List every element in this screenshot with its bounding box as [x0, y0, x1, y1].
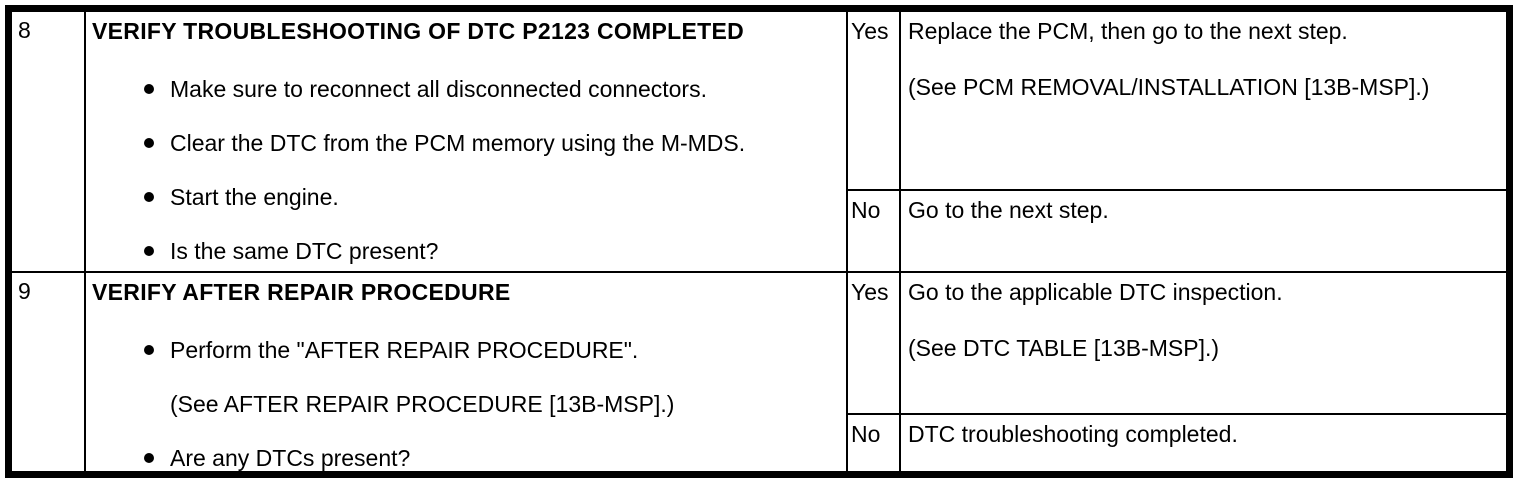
result-line: DTC troubleshooting completed. — [908, 421, 1238, 447]
step-8-number-cell: 8 — [12, 12, 84, 271]
step-number: 8 — [18, 17, 31, 43]
bullet-icon — [144, 130, 170, 157]
action-item-text: Perform the "AFTER REPAIR PROCEDURE". — [170, 337, 639, 363]
result-line: Go to the applicable DTC inspection. — [908, 279, 1283, 305]
action-item-text: Clear the DTC from the PCM memory using … — [170, 130, 746, 156]
action-item: (See AFTER REPAIR PROCEDURE [13B-MSP].) — [144, 391, 838, 418]
action-item: Start the engine. — [144, 184, 838, 211]
step-8-action-cell: VERIFY TROUBLESHOOTING OF DTC P2123 COMP… — [86, 12, 846, 271]
bullet-icon — [144, 391, 170, 418]
step-9-action-cell: VERIFY AFTER REPAIR PROCEDURE Perform th… — [86, 273, 846, 471]
step-number: 9 — [18, 278, 31, 304]
step-8-title: VERIFY TROUBLESHOOTING OF DTC P2123 COMP… — [92, 18, 745, 44]
action-item-text: Are any DTCs present? — [170, 445, 411, 471]
step-9-no-result-cell: DTC troubleshooting completed. — [901, 415, 1506, 471]
result-line: (See DTC TABLE [13B-MSP].) — [908, 335, 1220, 361]
result-line: Go to the next step. — [908, 197, 1109, 223]
action-item: Are any DTCs present? — [144, 445, 838, 471]
bullet-icon — [144, 184, 170, 211]
bullet-icon — [144, 445, 170, 471]
action-item-text: Start the engine. — [170, 184, 339, 210]
step-9-yes-result-cell: Go to the applicable DTC inspection. (Se… — [901, 273, 1506, 413]
step-9-no-label-cell: No — [848, 415, 899, 471]
bullet-icon — [144, 238, 170, 265]
bullet-icon — [144, 76, 170, 103]
action-item: Make sure to reconnect all disconnected … — [144, 76, 838, 103]
action-item: Clear the DTC from the PCM memory using … — [144, 130, 838, 157]
action-item: Perform the "AFTER REPAIR PROCEDURE". — [144, 337, 838, 364]
action-item: Is the same DTC present? — [144, 238, 838, 265]
bullet-icon — [144, 337, 170, 364]
no-label: No — [851, 197, 881, 223]
step-8-yes-label-cell: Yes — [848, 12, 899, 189]
no-label: No — [851, 421, 881, 447]
yes-label: Yes — [851, 279, 889, 305]
action-item-text: Make sure to reconnect all disconnected … — [170, 76, 707, 102]
step-9-yes-label-cell: Yes — [848, 273, 899, 413]
step-8-no-result-cell: Go to the next step. — [901, 191, 1506, 271]
step-8-yes-result-cell: Replace the PCM, then go to the next ste… — [901, 12, 1506, 189]
action-item-text: (See AFTER REPAIR PROCEDURE [13B-MSP].) — [170, 391, 675, 417]
result-line: Replace the PCM, then go to the next ste… — [908, 18, 1348, 44]
step-8-no-label-cell: No — [848, 191, 899, 271]
step-9-title: VERIFY AFTER REPAIR PROCEDURE — [92, 279, 511, 305]
step-9-number-cell: 9 — [12, 273, 84, 471]
action-item-text: Is the same DTC present? — [170, 238, 439, 264]
troubleshooting-table: 8 VERIFY TROUBLESHOOTING OF DTC P2123 CO… — [5, 5, 1513, 478]
yes-label: Yes — [851, 18, 889, 44]
result-line: (See PCM REMOVAL/INSTALLATION [13B-MSP].… — [908, 74, 1430, 100]
